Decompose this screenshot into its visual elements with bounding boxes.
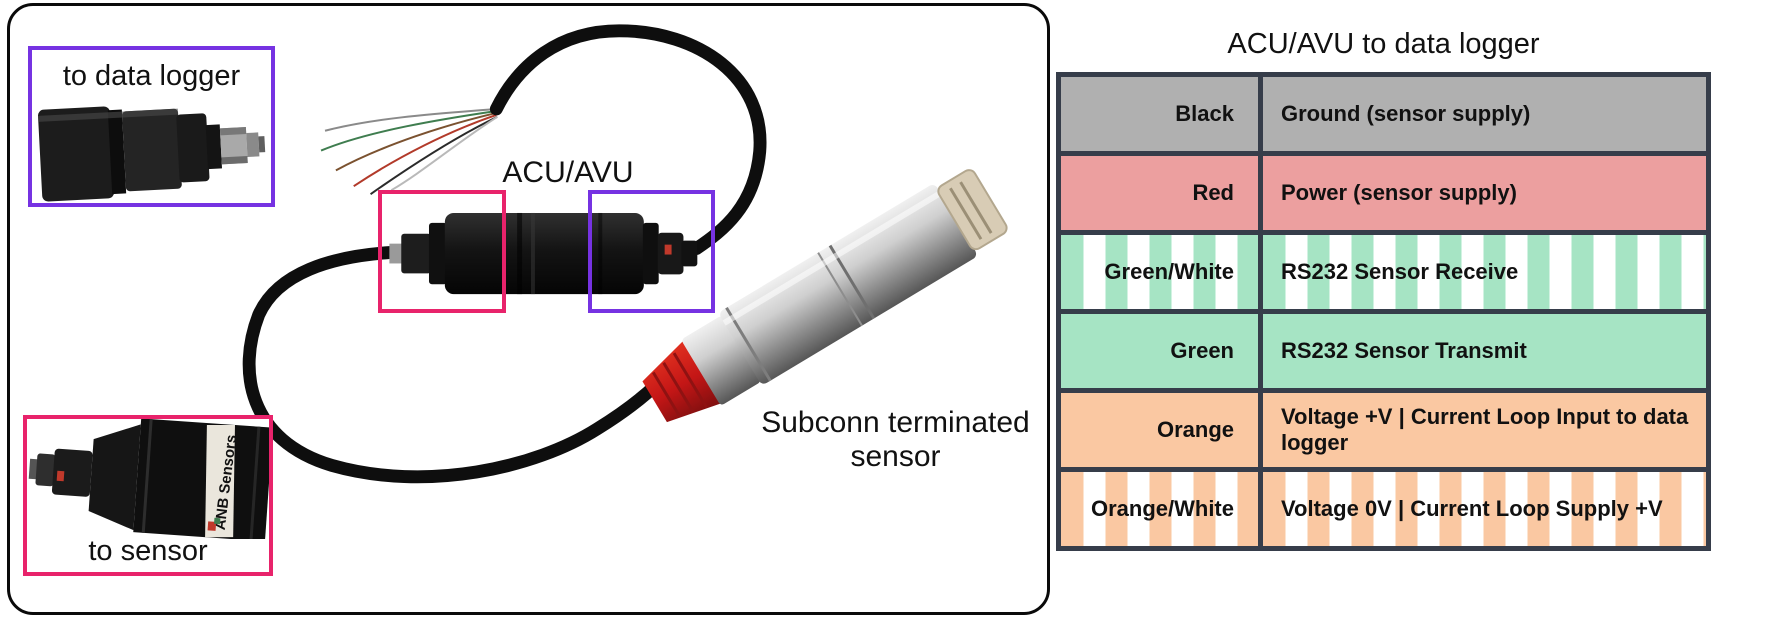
subconn-label-line1: Subconn terminated [761,406,1030,439]
photo-panel: ACU/AVU Subconn terminated sensor to dat… [7,3,1050,615]
table-title: ACU/AVU to data logger [1227,28,1540,60]
sensor-inset-box: ANB Sensors to sensor [23,415,273,576]
sensor-end-highlight-box [378,190,506,313]
wire-function-cell: Voltage 0V | Current Loop Supply +V [1258,467,1711,551]
acu-avu-label: ACU/AVU [502,156,634,189]
sensor-connector-photo: ANB Sensors [28,419,269,539]
data-logger-connector-photo [37,106,266,202]
cable-illustration [242,24,1008,484]
wiring-table: Black Ground (sensor supply) Red Power (… [1056,72,1711,551]
wiring-table-row: Orange/White Voltage 0V | Current Loop S… [1056,467,1711,551]
wire-function-cell: RS232 Sensor Receive [1258,230,1711,314]
wiring-table-row: Red Power (sensor supply) [1056,151,1711,235]
sensor-inset-label: to sensor [88,535,208,567]
wire-color-cell: Black [1056,72,1263,156]
cable-to-data-logger [489,24,767,256]
wire-color-cell: Green/White [1056,230,1263,314]
subconn-sensor-device [642,169,1008,423]
wire-color-cell: Orange/White [1056,467,1263,551]
wiring-table-row: Orange Voltage +V | Current Loop Input t… [1056,388,1711,472]
wire-color-cell: Green [1056,309,1263,393]
frayed-wires-icon [320,107,498,195]
wire-function-cell: Voltage +V | Current Loop Input to data … [1258,388,1711,472]
logger-end-highlight-box [588,190,715,313]
acu-avu-device [389,212,698,295]
wiring-table-body: Black Ground (sensor supply) Red Power (… [1056,72,1711,551]
wiring-table-row: Green RS232 Sensor Transmit [1056,309,1711,393]
wire-color-cell: Red [1056,151,1263,235]
cable-to-sensor [242,246,667,484]
wire-function-cell: Ground (sensor supply) [1258,72,1711,156]
wiring-table-row: Green/White RS232 Sensor Receive [1056,230,1711,314]
subconn-label-line2: sensor [850,440,941,473]
wire-function-cell: RS232 Sensor Transmit [1258,309,1711,393]
data-logger-inset-box: to data logger [28,46,275,207]
subconn-sensor-label: Subconn terminated sensor [703,406,1088,474]
wire-function-cell: Power (sensor supply) [1258,151,1711,235]
data-logger-inset-label: to data logger [62,60,241,92]
wiring-table-row: Black Ground (sensor supply) [1056,72,1711,156]
wire-color-cell: Orange [1056,388,1263,472]
